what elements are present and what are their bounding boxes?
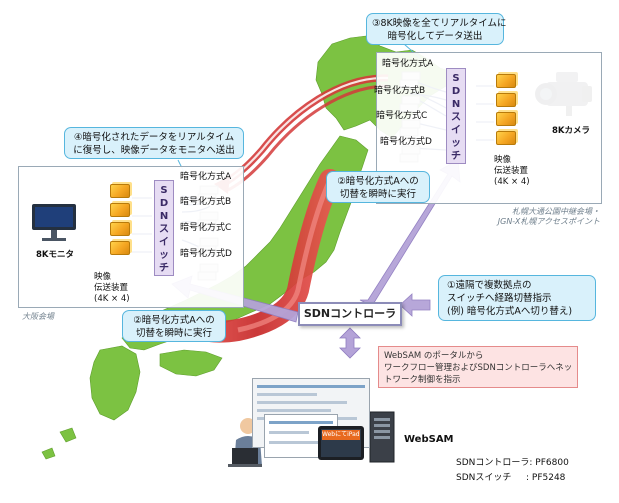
label-line: 映像 [494, 155, 512, 165]
transmitter-label-osaka: 映像 伝送装置 (4K × 4) [94, 272, 130, 305]
venue-line: JGN-X札幌アクセスポイント [497, 217, 600, 226]
switch-char: S [160, 185, 168, 196]
screen-strip [269, 421, 333, 424]
transmitter-unit [496, 93, 516, 107]
osaka-venue-label: 大阪会場 [22, 312, 54, 321]
callout-line: 暗号化してデータ送出 [387, 31, 483, 42]
sdn-switch-osaka: S D N ス イ ッ チ [154, 180, 174, 276]
switch-char: S [452, 73, 460, 84]
websam-instruction: WebSAM のポータルから ワークフロー管理およびSDNコントローラへネッ ト… [378, 346, 578, 388]
callout-line: 切替を瞬時に実行 [339, 189, 416, 200]
switch-char: D [159, 198, 169, 209]
instruction-line: WebSAM のポータルから [384, 351, 484, 361]
switch-char: イ [451, 125, 461, 136]
screen-strip [257, 385, 365, 388]
kyushu-shape [89, 345, 141, 421]
callout-switch-sapporo: ②暗号化方式Aへの 切替を瞬時に実行 [326, 171, 430, 203]
label-line: 伝送装置 [494, 166, 529, 176]
screen-strip [257, 393, 317, 396]
sdn-switch-sapporo: S D N ス イ ッ チ [446, 68, 466, 164]
switch-char: イ [159, 237, 169, 248]
screen-strip [269, 431, 309, 434]
camera-label: 8Kカメラ [552, 126, 591, 136]
updown-arrow [339, 327, 361, 359]
osaka-method-b: 暗号化方式B [180, 197, 232, 207]
monitor-base [42, 238, 66, 241]
switch-char: チ [451, 151, 461, 162]
callout-remote-routing: ①遠隔で複数拠点の スイッチへ経路切替指示 (例) 暗号化方式Aへ切り替え) [438, 275, 596, 321]
screen-strip [269, 441, 325, 444]
websam-label: WebSAM [404, 434, 454, 445]
sapporo-venue-label: 札幌大通公園中継会場・ JGN-X札幌アクセスポイント [470, 207, 600, 227]
transmitter-label-sapporo: 映像 伝送装置 (4K × 4) [494, 155, 530, 188]
callout-line: (例) 暗号化方式Aへ切り替え) [447, 306, 573, 317]
transmitter-unit [110, 241, 130, 255]
instruction-line: トワーク制御を指示 [384, 375, 461, 385]
label-line: (4K × 4) [494, 177, 530, 187]
transmitter-unit [496, 112, 516, 126]
tablet-banner: WebにてiPadでも [322, 430, 360, 440]
sapporo-method-b: 暗号化方式B [374, 86, 426, 96]
osaka-method-c: 暗号化方式C [180, 223, 232, 233]
callout-line: に復号し、映像データをモニタへ送出 [73, 145, 235, 156]
sapporo-method-d: 暗号化方式D [380, 137, 432, 147]
osaka-method-d: 暗号化方式D [180, 249, 232, 259]
callout-line: ①遠隔で複数拠点の [447, 280, 532, 291]
instruction-line: ワークフロー管理およびSDNコントローラへネッ [384, 363, 573, 373]
switch-char: ス [451, 112, 461, 123]
callout-line: スイッチへ経路切替指示 [447, 293, 552, 304]
label-line: (4K × 4) [94, 294, 130, 304]
callout-line: 切替を瞬時に実行 [135, 328, 212, 339]
callout-encrypt-send: ③8K映像を全てリアルタイムに 暗号化してデータ送出 [366, 13, 507, 45]
sapporo-method-c: 暗号化方式C [376, 111, 428, 121]
transmitter-osaka [110, 184, 132, 260]
switch-char: ス [159, 224, 169, 235]
switch-char: ッ [159, 250, 169, 261]
server-icon [369, 411, 395, 463]
callout-line: ②暗号化方式Aへの [337, 176, 419, 187]
switch-char: N [451, 99, 461, 110]
monitor-stand [51, 230, 57, 238]
product-switch: SDNスイッチ : PF5248 [456, 473, 565, 484]
screen-strip [257, 409, 331, 412]
product-name: SDNスイッチ [456, 473, 512, 483]
transmitter-unit [110, 184, 130, 198]
sdn-controller: SDNコントローラ [298, 302, 402, 326]
screen-strip [257, 401, 347, 404]
osaka-method-a: 暗号化方式A [180, 172, 232, 182]
callout-line: ④暗号化されたデータをリアルタイム [73, 132, 235, 143]
switch-char: N [159, 211, 169, 222]
transmitter-sapporo [496, 74, 518, 150]
callout-line: ③8K映像を全てリアルタイムに [372, 18, 507, 29]
transmitter-unit [110, 222, 130, 236]
island-shape [59, 427, 77, 443]
monitor-icon [32, 204, 76, 230]
shikoku-shape [159, 349, 223, 377]
product-name: SDNコントローラ [456, 458, 530, 468]
monitor-label: 8Kモニタ [36, 250, 75, 260]
product-controller: SDNコントローラ: PF6800 [456, 458, 569, 469]
transmitter-unit [110, 203, 130, 217]
sapporo-method-a: 暗号化方式A [382, 59, 434, 69]
product-model: : PF6800 [529, 458, 569, 468]
switch-char: D [451, 86, 461, 97]
island-shape [41, 447, 56, 460]
transmitter-unit [496, 131, 516, 145]
product-model: : PF5248 [526, 473, 566, 483]
label-line: 映像 [94, 272, 112, 282]
callout-switch-osaka: ②暗号化方式Aへの 切替を瞬時に実行 [122, 310, 226, 342]
switch-char: ッ [451, 138, 461, 149]
tablet-icon: WebにてiPadでも [318, 426, 364, 460]
callout-decrypt-monitor: ④暗号化されたデータをリアルタイム に復号し、映像データをモニタへ送出 [64, 127, 244, 159]
label-line: 伝送装置 [94, 283, 129, 293]
honshu-shape [121, 135, 369, 351]
encrypted-path-highlight [237, 178, 333, 333]
switch-char: チ [159, 263, 169, 274]
transmitter-unit [496, 74, 516, 88]
venue-line: 札幌大通公園中継会場・ [512, 207, 600, 216]
callout-line: ②暗号化方式Aへの [133, 315, 215, 326]
